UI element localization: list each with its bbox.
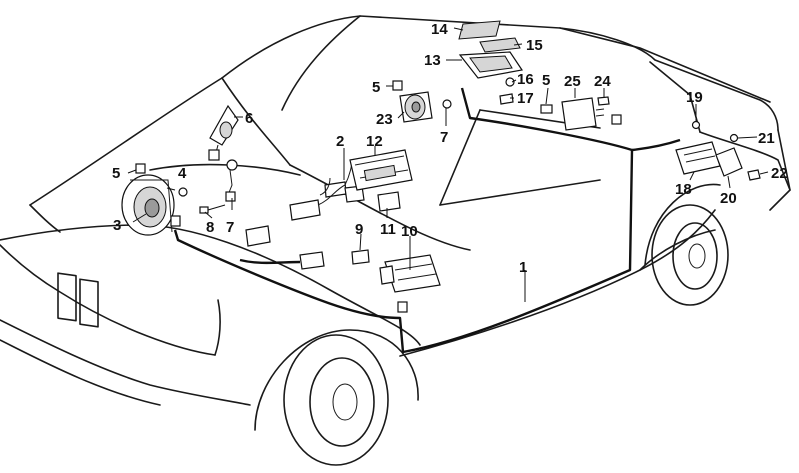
nut-22 xyxy=(747,169,761,181)
callout-10: 10 xyxy=(401,223,418,240)
harness-plugs xyxy=(170,215,408,313)
callout-18: 18 xyxy=(675,181,692,198)
cover-15 xyxy=(479,37,521,53)
screw-21 xyxy=(729,133,739,143)
callout-19: 19 xyxy=(686,89,703,106)
callout-22: 22 xyxy=(771,165,788,182)
callout-13: 13 xyxy=(424,52,441,69)
roof-console xyxy=(458,51,524,79)
rear-wheel xyxy=(644,183,729,306)
bolt-door xyxy=(442,99,452,109)
fuse-holder xyxy=(351,249,370,265)
callout-5-rear: 5 xyxy=(542,72,550,89)
control-module xyxy=(379,254,441,293)
callout-7-door: 7 xyxy=(440,129,448,146)
callout-23: 23 xyxy=(376,111,393,128)
callout-21: 21 xyxy=(758,130,775,147)
callout-7-front: 7 xyxy=(226,219,234,236)
callout-16: 16 xyxy=(517,71,534,88)
callout-4: 4 xyxy=(178,165,187,182)
relay-24 xyxy=(597,96,610,106)
clip-door xyxy=(392,80,403,91)
rear-amplifier xyxy=(675,141,721,175)
tweeter xyxy=(208,104,239,161)
clip-rear xyxy=(540,104,553,114)
callout-24: 24 xyxy=(594,73,611,90)
front-wheel xyxy=(254,329,419,466)
bracket-20 xyxy=(715,147,743,177)
callout-14: 14 xyxy=(431,21,448,38)
callout-labels: 1 2 3 4 5 5 5 6 7 7 8 9 10 11 12 13 14 1… xyxy=(112,21,788,276)
wiring-harness xyxy=(173,87,681,354)
rear-module xyxy=(561,97,605,131)
cover-14 xyxy=(458,20,501,40)
callout-11: 11 xyxy=(380,221,396,238)
bracket-17 xyxy=(499,93,514,105)
radio-cage xyxy=(349,149,413,191)
front-speaker xyxy=(121,174,175,236)
clip-rear-2 xyxy=(611,114,622,125)
callout-5-front: 5 xyxy=(112,165,120,182)
door-speaker xyxy=(399,91,433,123)
callout-3: 3 xyxy=(113,217,121,234)
radio-connector xyxy=(377,191,401,212)
callout-1: 1 xyxy=(519,259,527,276)
clip-front xyxy=(135,163,146,174)
screw-16 xyxy=(505,77,515,87)
callout-20: 20 xyxy=(720,190,737,207)
callout-15: 15 xyxy=(526,37,543,54)
screw-19 xyxy=(691,120,701,130)
callout-25: 25 xyxy=(564,73,581,90)
callout-9: 9 xyxy=(355,221,363,238)
leader-lines xyxy=(127,27,769,302)
small-connectors xyxy=(199,159,238,214)
callout-6: 6 xyxy=(245,110,253,127)
screw-front xyxy=(166,187,188,197)
callout-8: 8 xyxy=(206,219,214,236)
callout-5-door: 5 xyxy=(372,79,380,96)
callout-17: 17 xyxy=(517,90,534,107)
car-body xyxy=(0,15,791,406)
callout-2: 2 xyxy=(336,133,344,150)
callout-12: 12 xyxy=(366,133,383,150)
